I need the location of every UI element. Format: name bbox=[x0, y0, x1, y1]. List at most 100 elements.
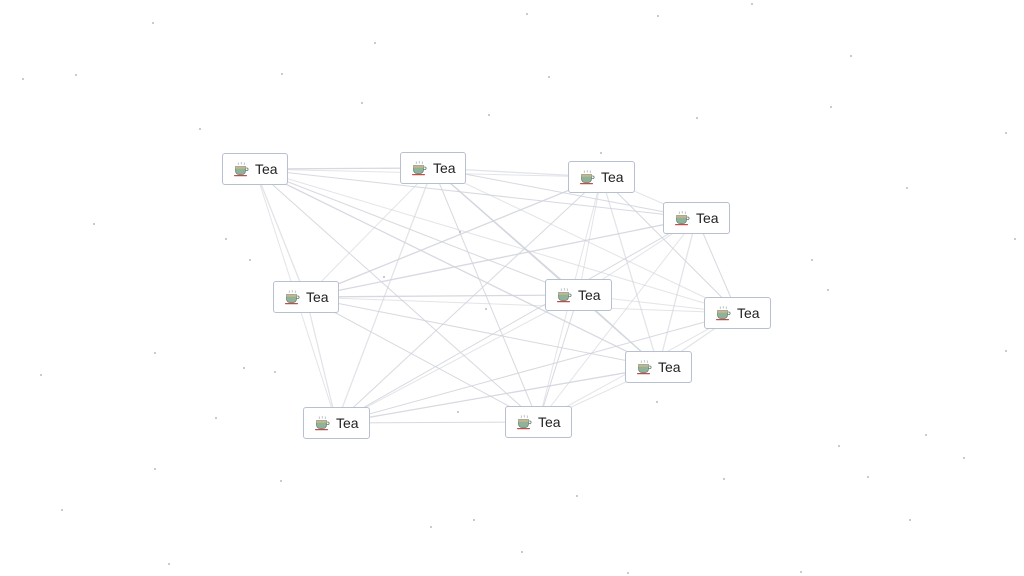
edge-n2-n10 bbox=[432, 167, 539, 423]
background-dot bbox=[827, 289, 829, 291]
edge-n1-n10 bbox=[254, 168, 539, 423]
edge-n2-n4 bbox=[432, 167, 697, 219]
background-dot bbox=[75, 74, 77, 76]
edge-n5-n6 bbox=[305, 294, 579, 298]
edge-n3-n9 bbox=[336, 176, 602, 424]
tea-node[interactable]: Tea bbox=[273, 281, 339, 313]
background-dot bbox=[800, 571, 802, 573]
edge-n5-n8 bbox=[305, 296, 659, 368]
tea-node[interactable]: Tea bbox=[704, 297, 771, 329]
edge-n9-n10 bbox=[336, 421, 539, 424]
edge-n4-n10 bbox=[538, 217, 697, 423]
tea-node[interactable]: Tea bbox=[400, 152, 466, 184]
teacup-icon bbox=[314, 415, 330, 431]
tea-node[interactable]: Tea bbox=[568, 161, 635, 193]
teacup-icon bbox=[284, 289, 300, 305]
teacup-icon bbox=[674, 210, 690, 226]
background-dot bbox=[1005, 132, 1007, 134]
background-dot bbox=[243, 367, 245, 369]
edge-n3-n5 bbox=[305, 176, 602, 298]
edge-n5-n10 bbox=[305, 296, 539, 423]
edge-n7-n9 bbox=[336, 312, 738, 424]
node-label: Tea bbox=[306, 289, 329, 305]
background-dot bbox=[225, 238, 227, 240]
background-dot bbox=[600, 152, 602, 154]
tea-node[interactable]: Tea bbox=[303, 407, 370, 439]
background-dot bbox=[850, 55, 852, 57]
teacup-icon bbox=[636, 359, 652, 375]
background-dot bbox=[867, 476, 869, 478]
tea-node[interactable]: Tea bbox=[625, 351, 692, 383]
background-dot bbox=[485, 308, 487, 310]
teacup-icon bbox=[516, 414, 532, 430]
tea-node[interactable]: Tea bbox=[663, 202, 730, 234]
tea-node[interactable]: Tea bbox=[505, 406, 572, 438]
edge-n1-n7 bbox=[254, 168, 738, 314]
background-dot bbox=[909, 519, 911, 521]
teacup-icon bbox=[233, 161, 249, 177]
edge-n6-n9 bbox=[336, 294, 579, 424]
background-dot bbox=[274, 371, 276, 373]
node-label: Tea bbox=[255, 161, 278, 177]
background-dot bbox=[963, 457, 965, 459]
edge-n4-n8 bbox=[657, 217, 698, 368]
background-dot bbox=[723, 478, 725, 480]
node-label: Tea bbox=[737, 305, 760, 321]
background-dot bbox=[906, 187, 908, 189]
background-dot bbox=[93, 223, 95, 225]
edge-n1-n8 bbox=[254, 168, 659, 368]
edge-n5-n7 bbox=[305, 296, 738, 314]
background-dot bbox=[657, 15, 659, 17]
edge-n4-n5 bbox=[305, 217, 697, 298]
edge-n3-n8 bbox=[600, 176, 660, 368]
edge-n2-n9 bbox=[335, 167, 434, 424]
background-dot bbox=[488, 114, 490, 116]
node-label: Tea bbox=[658, 359, 681, 375]
background-dot bbox=[215, 417, 217, 419]
background-dot bbox=[168, 563, 170, 565]
edge-n8-n9 bbox=[336, 366, 659, 424]
teacup-icon bbox=[579, 169, 595, 185]
background-dot bbox=[383, 276, 385, 278]
background-dot bbox=[457, 411, 459, 413]
background-dot bbox=[925, 434, 927, 436]
teacup-icon bbox=[715, 305, 731, 321]
node-label: Tea bbox=[538, 414, 561, 430]
background-dot bbox=[61, 509, 63, 511]
background-dot bbox=[281, 73, 283, 75]
background-dot bbox=[40, 374, 42, 376]
edge-n1-n4 bbox=[254, 168, 697, 219]
background-dot bbox=[430, 526, 432, 528]
background-dot bbox=[152, 22, 154, 24]
background-dot bbox=[521, 551, 523, 553]
edge-n1-n6 bbox=[254, 168, 579, 296]
background-dot bbox=[473, 519, 475, 521]
background-dot bbox=[526, 13, 528, 15]
background-dot bbox=[280, 480, 282, 482]
node-label: Tea bbox=[578, 287, 601, 303]
background-dot bbox=[459, 231, 461, 233]
tea-node[interactable]: Tea bbox=[545, 279, 612, 311]
background-dot bbox=[154, 352, 156, 354]
tea-node[interactable]: Tea bbox=[222, 153, 288, 185]
background-dot bbox=[548, 76, 550, 78]
background-dot bbox=[751, 3, 753, 5]
teacup-icon bbox=[556, 287, 572, 303]
edge-n4-n9 bbox=[336, 217, 697, 424]
edge-n3-n7 bbox=[601, 176, 738, 314]
node-label: Tea bbox=[696, 210, 719, 226]
background-dot bbox=[696, 117, 698, 119]
background-dot bbox=[154, 468, 156, 470]
background-dot bbox=[1014, 238, 1016, 240]
background-dot bbox=[361, 102, 363, 104]
edge-n2-n5 bbox=[305, 167, 434, 298]
background-dot bbox=[627, 572, 629, 574]
teacup-icon bbox=[411, 160, 427, 176]
node-label: Tea bbox=[336, 415, 359, 431]
edge-n6-n10 bbox=[538, 294, 579, 423]
background-dot bbox=[22, 78, 24, 80]
background-dot bbox=[199, 128, 201, 130]
background-dot bbox=[838, 445, 840, 447]
